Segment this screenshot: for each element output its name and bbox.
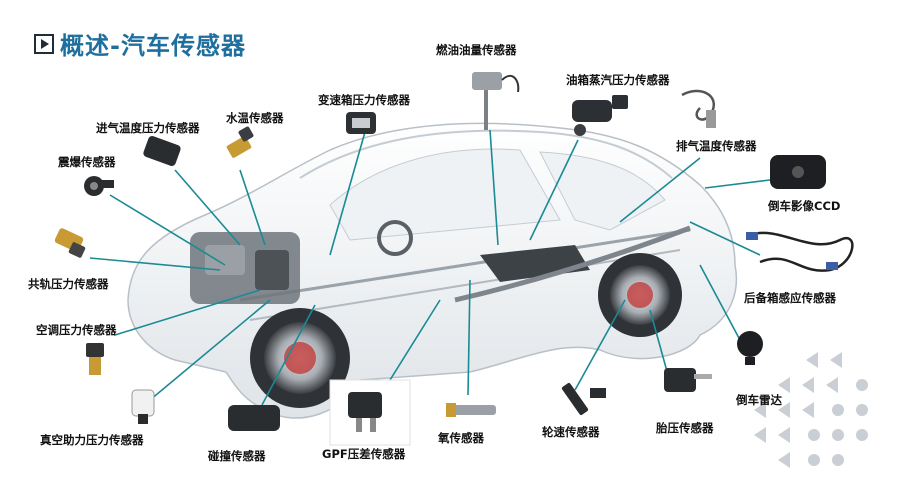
leader-reverse-ccd — [704, 179, 771, 189]
leader-transmission — [329, 131, 366, 256]
leader-knock — [109, 194, 226, 266]
transmission-pressure-sensor-image — [346, 112, 376, 134]
intake-sensor-image — [143, 135, 181, 167]
car-body — [127, 122, 738, 419]
fuel-level-sensor-image — [472, 72, 520, 130]
common-rail-sensor-image — [54, 228, 86, 258]
trunk-sensor-image — [746, 231, 854, 272]
steering-wheel — [377, 220, 413, 256]
leader-crash — [261, 304, 316, 406]
label-trunk-sensor: 后备箱感应传感器 — [744, 291, 836, 305]
leader-intake — [174, 169, 241, 246]
windshield — [329, 148, 561, 241]
label-knock: 震爆传感器 — [58, 155, 116, 169]
label-vacuum-booster: 真空助力压力传感器 — [40, 433, 144, 447]
engine-detail — [205, 245, 245, 275]
label-ac-pressure: 空调压力传感器 — [36, 323, 117, 337]
title-text: 概述-汽车传感器 — [60, 32, 246, 60]
leader-vacuum — [149, 299, 271, 401]
gpf-sensor-image — [329, 379, 411, 446]
leader-gpf — [384, 299, 441, 389]
label-tire-pressure: 胎压传感器 — [656, 421, 714, 435]
leader-lines — [89, 129, 771, 406]
label-gpf-diff: GPF压差传感器 — [322, 447, 406, 461]
reverse-radar-image — [737, 331, 763, 365]
leader-common-rail — [89, 257, 221, 271]
label-crash: 碰撞传感器 — [208, 449, 266, 463]
label-reverse-radar: 倒车雷达 — [736, 393, 782, 407]
leader-wheel-speed — [574, 299, 626, 391]
leader-tank-vapor — [529, 139, 579, 241]
vacuum-booster-sensor-image — [131, 389, 155, 424]
reverse-ccd-image — [770, 155, 826, 189]
decorative-pattern — [754, 352, 868, 468]
label-transmission-pressure: 变速箱压力传感器 — [318, 93, 410, 107]
tire-pressure-sensor-image — [664, 368, 712, 392]
ac-pressure-sensor-image — [86, 343, 104, 375]
knock-sensor-image — [84, 176, 114, 196]
sensor-thumbnails — [54, 72, 854, 446]
label-tank-vapor: 油箱蒸汽压力传感器 — [566, 73, 670, 87]
label-reverse-ccd: 倒车影像CCD — [768, 199, 841, 213]
label-common-rail: 共轨压力传感器 — [28, 277, 109, 291]
roof-line — [299, 129, 673, 179]
label-intake-temp-pressure: 进气温度压力传感器 — [96, 121, 200, 135]
leader-ac — [114, 289, 261, 336]
label-oxygen: 氧传感器 — [438, 431, 484, 445]
leader-tire-pressure — [649, 309, 669, 376]
leader-fuel-level — [489, 129, 499, 246]
play-icon — [34, 33, 54, 54]
page-title: 概述-汽车传感器 — [34, 26, 246, 61]
water-temp-sensor-image — [226, 126, 254, 158]
label-water-temp: 水温传感器 — [226, 111, 284, 125]
engine-detail-2 — [255, 250, 289, 290]
wheel-speed-sensor-image — [561, 382, 606, 416]
leader-trunk — [689, 221, 761, 256]
rear-brake-caliper — [627, 282, 653, 308]
front-brake-caliper — [284, 342, 316, 374]
label-fuel-level: 燃油油量传感器 — [436, 43, 517, 57]
crash-sensor-image — [228, 405, 280, 431]
exhaust-temp-sensor-image — [681, 89, 716, 128]
tank-vapor-sensor-image — [572, 95, 628, 136]
exhaust-pipe — [454, 225, 691, 303]
leader-water-temp — [239, 169, 266, 246]
leader-exhaust-temp — [619, 157, 701, 223]
label-wheel-speed: 轮速传感器 — [542, 425, 600, 439]
chassis-rail-2 — [249, 249, 681, 321]
label-exhaust-temp: 排气温度传感器 — [676, 139, 757, 153]
oxygen-sensor-image — [446, 403, 496, 417]
chassis-rail — [239, 228, 691, 302]
leader-oxygen — [467, 279, 471, 396]
leader-reverse-radar — [699, 264, 741, 341]
